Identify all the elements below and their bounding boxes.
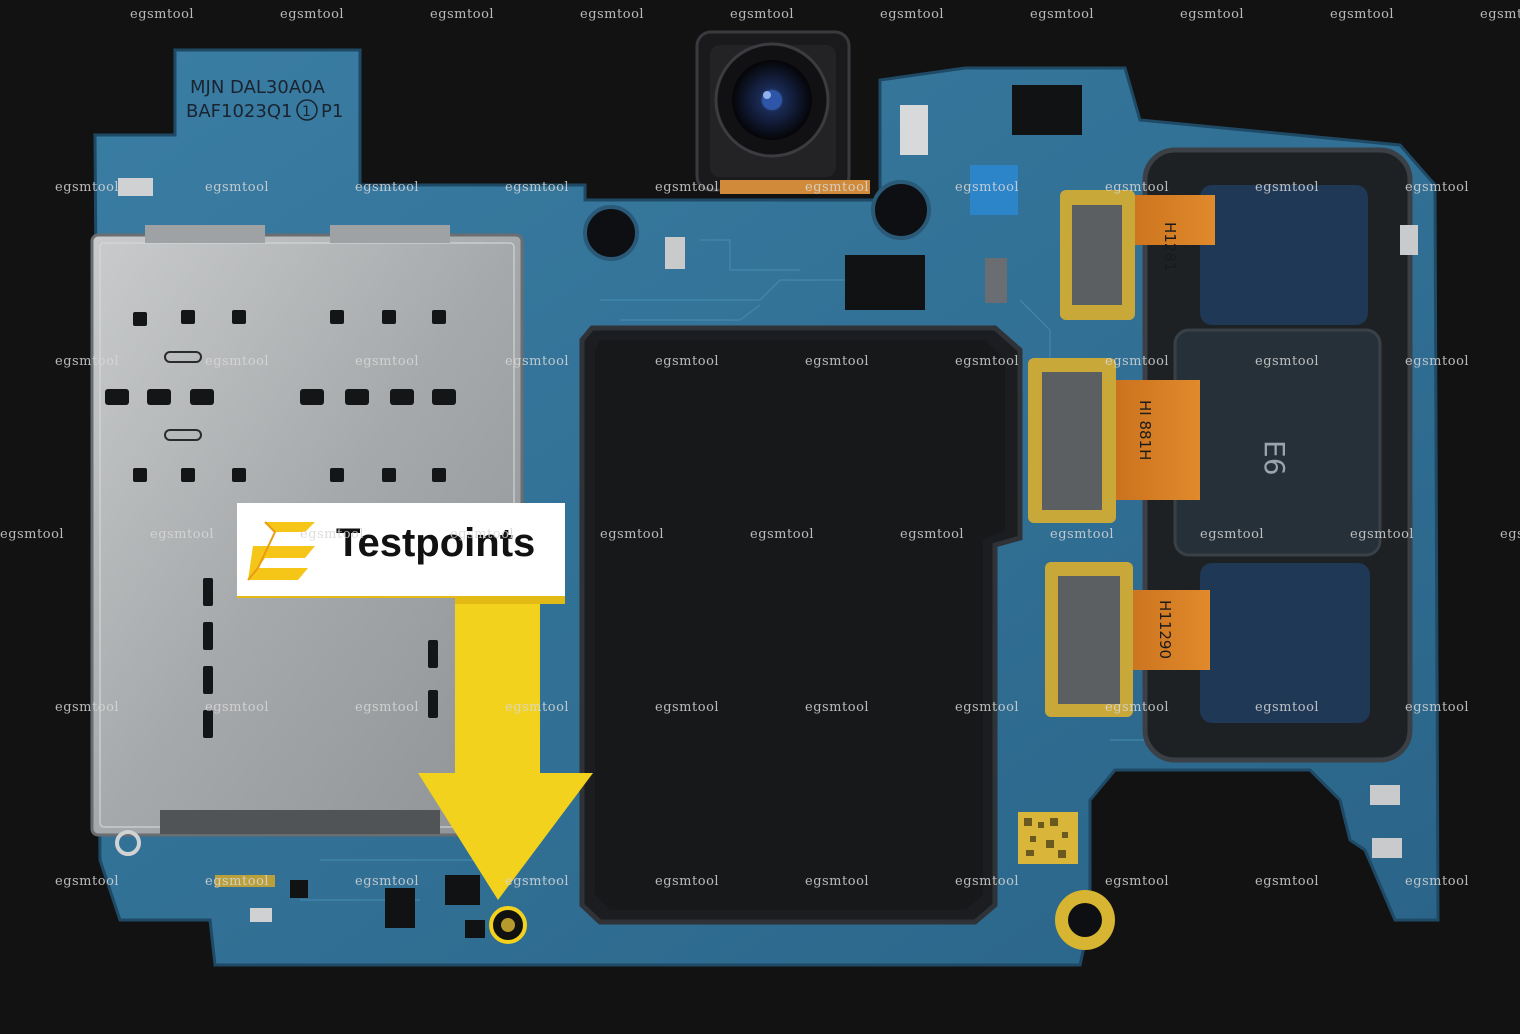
watermark-text: egsmtool xyxy=(1405,180,1469,195)
silkscreen-suffix: P1 xyxy=(321,101,343,122)
watermark-text: egsmtool xyxy=(205,180,269,195)
watermark-text: egsmtool xyxy=(1105,874,1169,889)
watermark-text: egsmtool xyxy=(805,180,869,195)
watermark-text: egsmtool xyxy=(955,354,1019,369)
watermark-text: egsmtool xyxy=(1050,527,1114,542)
watermark-text: egsmtool xyxy=(0,527,64,542)
right-shield: E6 xyxy=(1142,147,1413,763)
watermark-text: egsmtool xyxy=(505,180,569,195)
watermark-text: egsmtool xyxy=(150,527,214,542)
watermark-text: egsmtool xyxy=(750,527,814,542)
watermark-text: egsmtool xyxy=(580,7,644,22)
watermark-text: egsmtool xyxy=(1030,7,1094,22)
watermark-text: egsmtool xyxy=(655,180,719,195)
watermark-text: egsmtool xyxy=(1405,700,1469,715)
smd-components xyxy=(118,85,1418,938)
testpoints-logo-icon xyxy=(248,522,315,580)
watermark-text: egsmtool xyxy=(130,7,194,22)
watermark-layer: egsmtool egsmtool egsmtool egsmtool egsmtool… xyxy=(0,7,1520,889)
watermark-text: egsmtool xyxy=(55,354,119,369)
watermark-text: egsmtool xyxy=(730,7,794,22)
connector-label-3: H11290 xyxy=(1156,600,1174,659)
watermark-text: egsmtool xyxy=(430,7,494,22)
mounting-hole xyxy=(871,180,931,240)
watermark-text: egsmtool xyxy=(1405,874,1469,889)
watermark-text: egsmtool xyxy=(55,874,119,889)
watermark-text: egsmtool xyxy=(1105,180,1169,195)
watermark-text: egsmtool xyxy=(655,874,719,889)
watermark-text: egsmtool xyxy=(205,354,269,369)
testpoints-label: Testpoints xyxy=(336,521,535,565)
testpoint-arrow xyxy=(418,598,593,900)
watermark-text: egsmtool xyxy=(55,180,119,195)
watermark-text: egsmtool xyxy=(1255,354,1319,369)
watermark-text: egsmtool xyxy=(655,354,719,369)
watermark-text: egsmtool xyxy=(655,700,719,715)
watermark-text: egsmtool xyxy=(1405,354,1469,369)
watermark-text: egsmtool xyxy=(1330,7,1394,22)
watermark-text: egsmtool xyxy=(505,700,569,715)
watermark-text: egsmtool xyxy=(355,354,419,369)
connector-label-1: H1281 xyxy=(1161,222,1179,271)
testpoints-banner: Testpoints xyxy=(237,503,565,604)
watermark-text: egsmtool xyxy=(805,874,869,889)
watermark-text: egsmtool xyxy=(300,527,364,542)
watermark-text: egsmtool xyxy=(1480,7,1520,22)
silkscreen-rev: 1 xyxy=(302,104,311,120)
watermark-text: egsmtool xyxy=(1105,354,1169,369)
watermark-text: egsmtool xyxy=(450,527,514,542)
watermark-text: egsmtool xyxy=(205,874,269,889)
mounting-hole xyxy=(583,205,639,261)
watermark-text: egsmtool xyxy=(900,527,964,542)
watermark-text: egsmtool xyxy=(1350,527,1414,542)
watermark-text: egsmtool xyxy=(355,874,419,889)
silkscreen-line1: MJN DAL30A0A xyxy=(190,77,326,98)
watermark-text: egsmtool xyxy=(955,180,1019,195)
watermark-text: egsmtool xyxy=(880,7,944,22)
watermark-text: egsmtool xyxy=(280,7,344,22)
watermark-text: egsmtool xyxy=(205,700,269,715)
watermark-text: egsmtool xyxy=(1105,700,1169,715)
watermark-text: egsmtool xyxy=(1255,700,1319,715)
watermark-text: egsmtool xyxy=(1255,874,1319,889)
watermark-text: egsmtool xyxy=(505,874,569,889)
rf-shield xyxy=(579,325,1023,925)
watermark-text: egsmtool xyxy=(805,354,869,369)
silkscreen-line2: BAF1023Q1 xyxy=(186,101,292,122)
btb-connectors xyxy=(1028,190,1135,717)
watermark-text: egsmtool xyxy=(805,700,869,715)
camera-module xyxy=(695,30,870,194)
watermark-text: egsmtool xyxy=(55,700,119,715)
watermark-text: egsmtool xyxy=(505,354,569,369)
watermark-text: egsmtool xyxy=(955,700,1019,715)
watermark-text: egsmtool xyxy=(600,527,664,542)
watermark-text: egsmtool xyxy=(955,874,1019,889)
watermark-text: egsmtool xyxy=(1180,7,1244,22)
watermark-text: egsmtool xyxy=(355,180,419,195)
watermark-text: egsmtool xyxy=(1200,527,1264,542)
connector-label-2: HI 881H xyxy=(1136,400,1154,460)
watermark-text: egsmtool xyxy=(1500,527,1520,542)
chip-marking: E6 xyxy=(1258,440,1291,476)
watermark-text: egsmtool xyxy=(355,700,419,715)
watermark-text: egsmtool xyxy=(1255,180,1319,195)
